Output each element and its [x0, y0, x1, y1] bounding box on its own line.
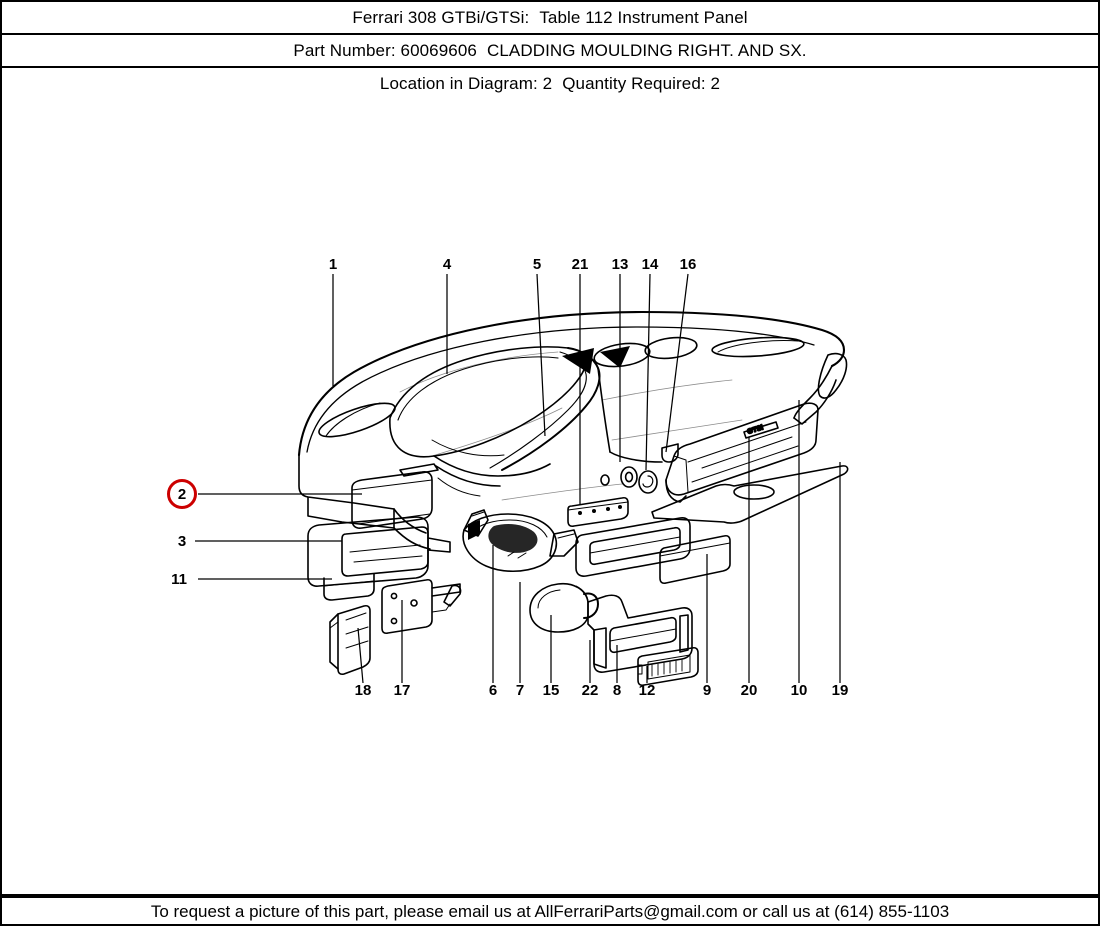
header-line-part: Part Number: 60069606 CLADDING MOULDING R…	[2, 35, 1098, 66]
header-line-model: Ferrari 308 GTBi/GTSi: Table 112 Instrume…	[2, 2, 1098, 33]
callout-label-14[interactable]: 14	[642, 256, 659, 273]
heater-blower-assembly	[529, 582, 699, 687]
header-cell-location: Location in Diagram: 2 Quantity Required:…	[0, 66, 1100, 101]
header-row-part: Part Number: 60069606 CLADDING MOULDING R…	[0, 33, 1100, 68]
callout-label-12[interactable]: 12	[639, 682, 656, 699]
callout-label-4[interactable]: 4	[443, 256, 452, 273]
diagram-frame: GTSi	[0, 96, 1100, 896]
footer-bar: To request a picture of this part, pleas…	[0, 896, 1100, 926]
callout-label-17[interactable]: 17	[394, 682, 411, 699]
callout-label-2[interactable]: 2	[178, 486, 186, 503]
callout-label-6[interactable]: 6	[489, 682, 497, 699]
table-name: Table 112 Instrument Panel	[539, 8, 748, 27]
callout-label-7[interactable]: 7	[516, 682, 524, 699]
callout-label-3[interactable]: 3	[178, 533, 186, 550]
leader-16	[665, 273, 689, 453]
callout-label-10[interactable]: 10	[791, 682, 808, 699]
callout-label-13[interactable]: 13	[612, 256, 629, 273]
part-number: Part Number: 60069606	[293, 41, 477, 60]
callout-label-1[interactable]: 1	[329, 256, 337, 273]
header-line-location: Location in Diagram: 2 Quantity Required:…	[2, 68, 1098, 99]
dashboard-centre-face	[562, 336, 848, 463]
dashboard-main-shell	[297, 310, 846, 550]
header-row-location: Location in Diagram: 2 Quantity Required:…	[0, 66, 1100, 101]
callout-label-20[interactable]: 20	[741, 682, 758, 699]
control-knobs	[600, 443, 679, 494]
header-cell-part: Part Number: 60069606 CLADDING MOULDING R…	[0, 33, 1100, 68]
callout-label-18[interactable]: 18	[355, 682, 372, 699]
quantity-required: Quantity Required: 2	[562, 74, 721, 93]
header-cell-model: Ferrari 308 GTBi/GTSi: Table 112 Instrume…	[0, 0, 1100, 35]
header-table: Ferrari 308 GTBi/GTSi: Table 112 Instrume…	[0, 0, 1100, 101]
highlighted-callout-ring	[167, 479, 197, 509]
leader-14	[645, 273, 651, 471]
callout-labels: 1 4 5 21 13 14 16 2 3 11 18 17 6 7 15 22…	[171, 256, 848, 699]
callout-label-22[interactable]: 22	[582, 682, 599, 699]
callout-label-19[interactable]: 19	[832, 682, 849, 699]
part-description: CLADDING MOULDING RIGHT. AND SX.	[486, 41, 807, 60]
dashboard-lower-fascia	[651, 402, 849, 524]
header-row-model: Ferrari 308 GTBi/GTSi: Table 112 Instrume…	[0, 0, 1100, 35]
callout-label-11[interactable]: 11	[171, 571, 187, 588]
mounting-bracket-part-17	[381, 578, 462, 635]
callout-label-9[interactable]: 9	[703, 682, 711, 699]
callout-label-21[interactable]: 21	[572, 256, 589, 273]
callout-label-16[interactable]: 16	[680, 256, 697, 273]
centre-vent-panel	[567, 496, 731, 585]
callout-label-5[interactable]: 5	[533, 256, 541, 273]
air-duct-part-6	[462, 509, 579, 573]
gtsi-badge	[743, 421, 779, 439]
callout-label-8[interactable]: 8	[613, 682, 621, 699]
construction-lines	[399, 351, 743, 501]
instrument-panel-diagram: GTSi	[167, 256, 849, 699]
callout-label-15[interactable]: 15	[543, 682, 560, 699]
callout-leaders	[195, 273, 841, 684]
contact-text: To request a picture of this part, pleas…	[150, 902, 950, 921]
model-name: Ferrari 308 GTBi/GTSi:	[352, 8, 530, 27]
location-in-diagram: Location in Diagram: 2	[379, 74, 553, 93]
glovebox-trim-part-3	[307, 516, 451, 601]
leader-18	[357, 627, 364, 684]
sill-cover-part-18	[329, 604, 371, 676]
leader-5	[536, 273, 546, 437]
